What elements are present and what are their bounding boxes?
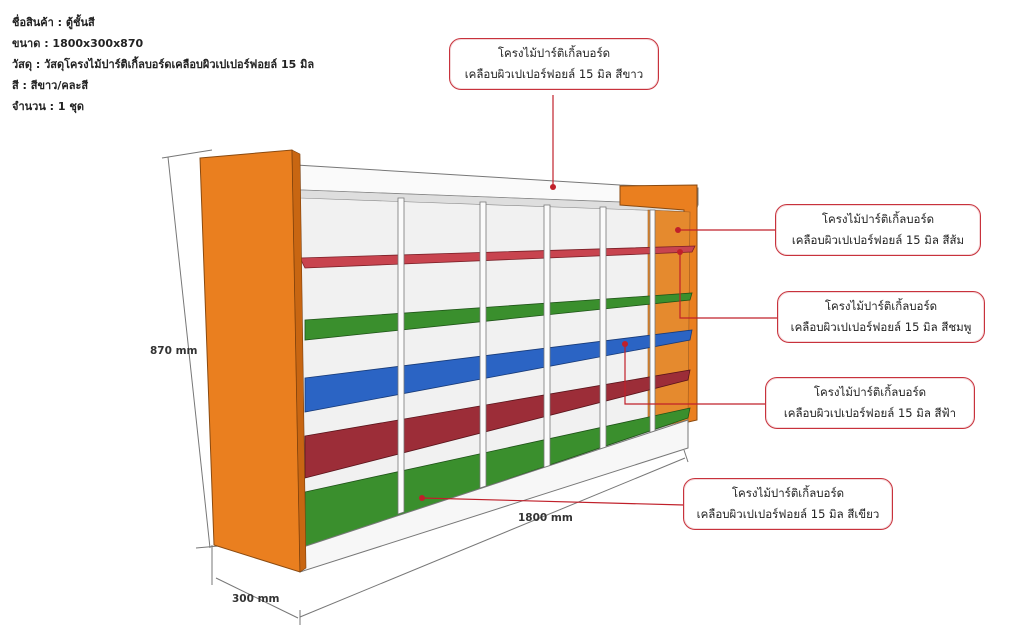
- callout-pink-line1: โครงไม้ปาร์ติเกิ้ลบอร์ด: [824, 299, 938, 313]
- callout-orange-line2: เคลือบผิวเปเปอร์ฟอยล์ 15 มิล สีส้ม: [791, 233, 965, 247]
- product-specs: ชื่อสินค้า : ตู้ชั้นสี ขนาด : 1800x300x8…: [12, 12, 314, 117]
- callout-green: โครงไม้ปาร์ติเกิ้ลบอร์ด เคลือบผิวเปเปอร์…: [683, 478, 893, 530]
- leader-dots: [419, 184, 683, 501]
- leader-pink: [679, 252, 778, 319]
- spec-size: ขนาด : 1800x300x870: [12, 37, 144, 50]
- spec-material: วัสดุ : วัสดุโครงไม้ปาร์ติเกิ้ลบอร์ดเคลื…: [12, 58, 315, 71]
- callout-green-line2: เคลือบผิวเปเปอร์ฟอยล์ 15 มิล สีเขียว: [696, 507, 880, 521]
- left-panel-orange: [199, 149, 301, 573]
- callout-green-line1: โครงไม้ปาร์ติเกิ้ลบอร์ด: [731, 486, 845, 500]
- callout-blue: โครงไม้ปาร์ติเกิ้ลบอร์ด เคลือบผิวเปเปอร์…: [765, 377, 975, 429]
- dimension-width: 1800 mm: [518, 512, 573, 524]
- callout-orange-line1: โครงไม้ปาร์ติเกิ้ลบอร์ด: [821, 212, 935, 226]
- callout-white-line1: โครงไม้ปาร์ติเกิ้ลบอร์ด: [497, 46, 611, 60]
- callout-blue-line2: เคลือบผิวเปเปอร์ฟอยล์ 15 มิล สีฟ้า: [783, 406, 957, 420]
- vertical-dividers: [397, 197, 656, 515]
- callout-leaders: [421, 95, 778, 506]
- dimension-height: 870 mm: [150, 345, 198, 357]
- dimension-depth: 300 mm: [232, 593, 280, 605]
- spec-name: ชื่อสินค้า : ตู้ชั้นสี: [12, 16, 95, 29]
- left-panel-edge: [291, 149, 307, 573]
- callout-pink-line2: เคลือบผิวเปเปอร์ฟอยล์ 15 มิล สีชมพู: [790, 320, 972, 334]
- callout-blue-line1: โครงไม้ปาร์ติเกิ้ลบอร์ด: [813, 385, 927, 399]
- callout-pink: โครงไม้ปาร์ติเกิ้ลบอร์ด เคลือบผิวเปเปอร์…: [777, 291, 985, 343]
- spec-color: สี : สีขาว/คละสี: [12, 79, 89, 92]
- callout-orange: โครงไม้ปาร์ติเกิ้ลบอร์ด เคลือบผิวเปเปอร์…: [775, 204, 981, 256]
- spec-quantity: จำนวน : 1 ชุด: [12, 100, 84, 113]
- callout-white: โครงไม้ปาร์ติเกิ้ลบอร์ด เคลือบผิวเปเปอร์…: [449, 38, 659, 90]
- callout-white-line2: เคลือบผิวเปเปอร์ฟอยล์ 15 มิล สีขาว: [464, 67, 644, 81]
- leader-green: [421, 497, 685, 506]
- leader-blue: [624, 344, 766, 405]
